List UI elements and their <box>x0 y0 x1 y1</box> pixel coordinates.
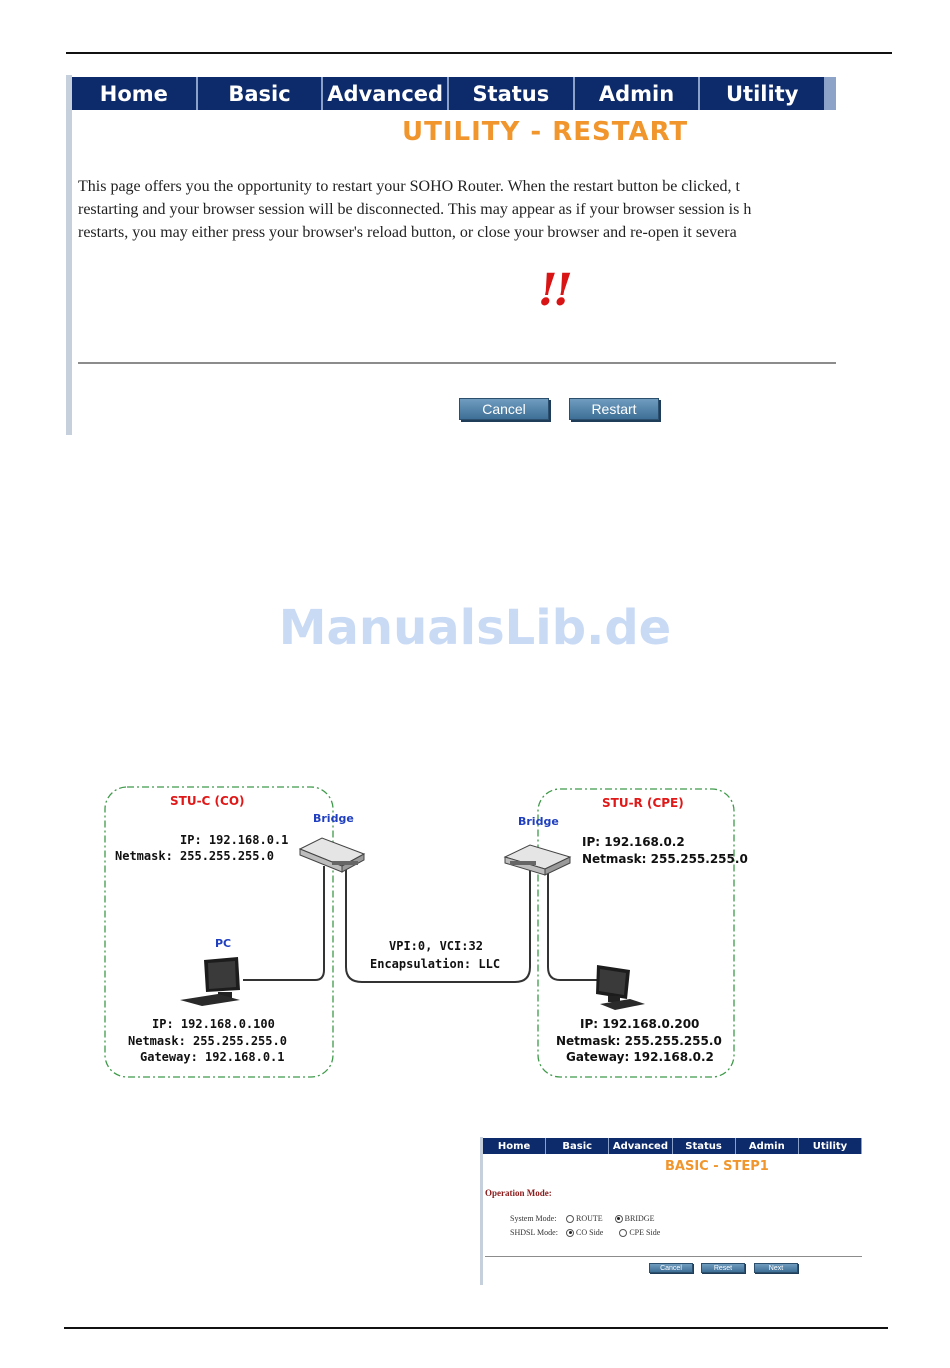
cpe-side-box <box>537 788 735 1078</box>
cpe-pc-ip: IP: 192.168.0.200 <box>580 1017 700 1031</box>
warning-icon: !! <box>538 265 573 316</box>
cpe-side-radio[interactable] <box>619 1228 628 1237</box>
cpe-netmask: Netmask: 255.255.255.0 <box>582 852 748 866</box>
co-side-option-label: CO Side <box>576 1228 604 1237</box>
co-pc-ip: IP: 192.168.0.100 <box>152 1017 275 1031</box>
main-nav-bar: Home Basic Advanced Status Admin Utility <box>483 1138 862 1154</box>
reset-button[interactable]: Reset <box>701 1263 745 1273</box>
route-option-label: ROUTE <box>576 1214 603 1223</box>
nav-tab-home[interactable]: Home <box>72 77 198 110</box>
co-netmask: Netmask: 255.255.255.0 <box>115 849 274 863</box>
cpe-to-pc-cable <box>547 868 600 981</box>
nav-tab-status[interactable]: Status <box>449 77 575 110</box>
main-nav-bar: Home Basic Advanced Status Admin Utility <box>72 77 836 110</box>
page-title: UTILITY - RESTART <box>402 117 689 147</box>
co-side-box <box>104 786 334 1078</box>
co-pc-icon <box>180 957 240 1006</box>
pc-label: PC <box>215 937 232 950</box>
nav-tab-advanced[interactable]: Advanced <box>323 77 450 110</box>
bridge-option-label: BRIDGE <box>624 1214 655 1223</box>
watermark: ManualsLib.de <box>278 600 672 656</box>
cpe-side-option-label: CPE Side <box>629 1228 661 1237</box>
nav-tab-advanced[interactable]: Advanced <box>609 1138 673 1154</box>
page-title: BASIC - STEP1 <box>665 1159 769 1174</box>
page-bottom-rule <box>64 1327 888 1329</box>
cpe-title: STU-R (CPE) <box>602 796 684 810</box>
cpe-pc-netmask: Netmask: 255.255.255.0 <box>556 1034 722 1048</box>
next-button[interactable]: Next <box>754 1263 798 1273</box>
nav-tab-status[interactable]: Status <box>672 1138 736 1154</box>
link-encapsulation: Encapsulation: LLC <box>370 957 501 971</box>
operation-mode-label: Operation Mode: <box>485 1188 552 1198</box>
shdsl-mode-label: SHDSL Mode: <box>510 1228 558 1237</box>
left-frame-bar <box>480 1137 483 1285</box>
description-line: This page offers you the opportunity to … <box>78 178 740 195</box>
nav-tab-utility[interactable]: Utility <box>798 1138 862 1154</box>
co-side-radio[interactable] <box>566 1228 574 1237</box>
co-ip: IP: 192.168.0.1 <box>180 833 289 847</box>
pc-to-co-cable <box>243 866 325 981</box>
cpe-pc-gateway: Gateway: 192.168.0.2 <box>566 1050 714 1064</box>
description-line: restarting and your browser session will… <box>78 201 752 218</box>
cancel-button[interactable]: Cancel <box>649 1263 693 1273</box>
divider <box>485 1256 862 1257</box>
nav-tab-home[interactable]: Home <box>483 1138 547 1154</box>
nav-tab-basic[interactable]: Basic <box>546 1138 610 1154</box>
page-top-rule <box>66 52 892 54</box>
route-radio[interactable] <box>566 1214 574 1223</box>
nav-tab-admin[interactable]: Admin <box>574 77 701 110</box>
left-frame-bar <box>66 75 72 435</box>
utility-restart-screenshot: Home Basic Advanced Status Admin Utility… <box>66 75 836 435</box>
co-pc-gateway: Gateway: 192.168.0.1 <box>140 1050 285 1064</box>
bridge-radio[interactable] <box>614 1214 623 1223</box>
nav-tab-utility[interactable]: Utility <box>700 77 827 110</box>
nav-tab-basic[interactable]: Basic <box>197 77 324 110</box>
co-pc-netmask: Netmask: 255.255.255.0 <box>128 1034 287 1048</box>
restart-button[interactable]: Restart <box>569 398 659 420</box>
system-mode-row: System Mode: ROUTE BRIDGE <box>510 1214 654 1223</box>
cpe-bridge-label: Bridge <box>518 815 559 828</box>
system-mode-label: System Mode: <box>510 1214 557 1223</box>
description-line: restarts, you may either press your brow… <box>78 224 737 241</box>
nav-tab-admin[interactable]: Admin <box>735 1138 799 1154</box>
shdsl-mode-row: SHDSL Mode: CO Side CPE Side <box>510 1228 660 1237</box>
basic-step1-screenshot: Home Basic Advanced Status Admin Utility… <box>480 1137 862 1285</box>
cpe-bridge-icon <box>503 844 572 876</box>
co-bridge-icon <box>298 837 366 873</box>
cancel-button[interactable]: Cancel <box>459 398 549 420</box>
restart-description: This page offers you the opportunity to … <box>78 175 836 244</box>
cpe-pc-icon <box>596 965 645 1010</box>
co-bridge-label: Bridge <box>313 812 354 825</box>
divider <box>78 362 836 364</box>
network-diagram: STU-C (CO) Bridge IP: 192.168.0.1 Netmas… <box>100 782 748 1082</box>
co-to-cpe-cable <box>345 866 531 983</box>
link-vpi-vci: VPI:0, VCI:32 <box>389 939 483 953</box>
cpe-ip: IP: 192.168.0.2 <box>582 835 685 849</box>
co-title: STU-C (CO) <box>170 794 245 808</box>
diagram-graphics <box>104 786 735 1078</box>
